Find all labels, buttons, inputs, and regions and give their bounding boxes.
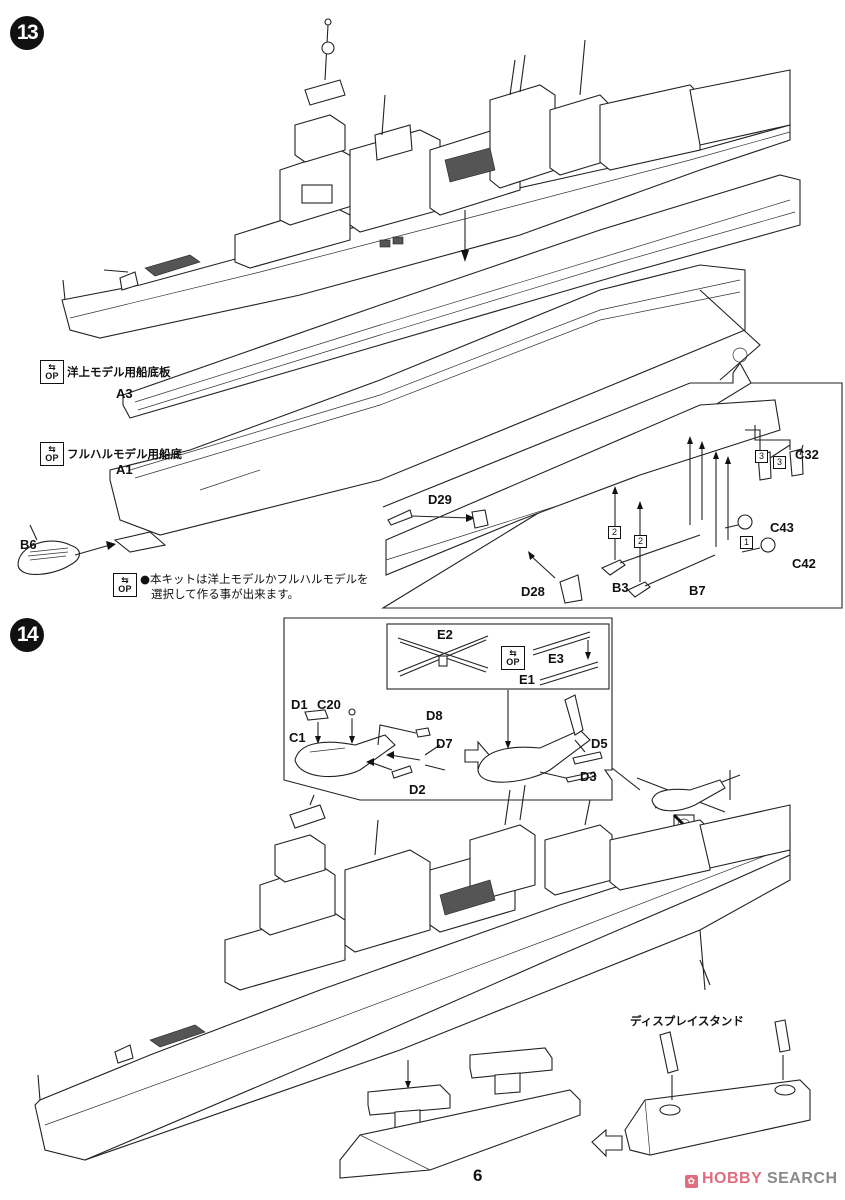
ship-step13-illustration: [61, 18, 791, 339]
part-label-d28: D28: [521, 584, 545, 599]
part-b6-illustration: [17, 524, 116, 576]
note-line: ●本キットは洋上モデルかフルハルモデルを: [140, 572, 369, 586]
step-number: 14: [16, 623, 39, 646]
watermark-brand-primary: HOBBY: [702, 1170, 762, 1187]
part-label-d29: D29: [428, 492, 452, 507]
part-label-c1: C1: [289, 730, 306, 745]
hobby-search-logo-icon: ✿: [685, 1175, 698, 1188]
sequence-marker: 1: [740, 536, 753, 549]
step-13-badge: 13: [10, 16, 44, 50]
optional-part-icon: ⇆ OP: [113, 573, 137, 597]
part-label-d7: D7: [436, 736, 453, 751]
part-label-c32: C32: [795, 447, 819, 462]
stern-detail-inset: [381, 361, 843, 609]
display-stand-illustration: [339, 1047, 581, 1179]
part-label-a1: A1: [116, 462, 133, 477]
part-a3-illustration: [122, 174, 801, 419]
part-label-e2: E2: [437, 627, 453, 642]
part-label-c42: C42: [792, 556, 816, 571]
swap-arrow-icon: ⇆: [509, 647, 517, 658]
build-option-note: ●本キットは洋上モデルかフルハルモデルを 選択して作る事が出来ます。: [140, 572, 369, 602]
note-line: 選択して作る事が出来ます。: [151, 587, 300, 601]
part-label-d8: D8: [426, 708, 443, 723]
ship-step14-illustration: [34, 784, 791, 1161]
part-a1-illustration: [109, 264, 761, 553]
helicopter-assembly-inset: [283, 617, 613, 801]
optional-part-icon: ⇆ OP: [40, 360, 64, 384]
op-label: OP: [45, 370, 59, 381]
waterline-option-label: 洋上モデル用船底板: [67, 365, 171, 379]
sequence-marker: 3: [773, 456, 786, 469]
sequence-marker: 3: [755, 450, 768, 463]
swap-arrow-icon: ⇆: [48, 443, 56, 454]
watermark: ✿ HOBBY SEARCH: [685, 1170, 838, 1188]
part-label-d5: D5: [591, 736, 608, 751]
part-label-b7: B7: [689, 583, 706, 598]
part-label-a3: A3: [116, 386, 133, 401]
part-label-d1: D1: [291, 697, 308, 712]
part-label-c20: C20: [317, 697, 341, 712]
helicopter-assembled-illustration: [636, 770, 741, 813]
part-label-b6: B6: [20, 537, 37, 552]
part-label-d3: D3: [580, 769, 597, 784]
optional-part-icon: ⇆ OP: [40, 442, 64, 466]
part-label-d2: D2: [409, 782, 426, 797]
sequence-marker: 2: [608, 526, 621, 539]
step-14-badge: 14: [10, 618, 44, 652]
step-number: 13: [16, 21, 39, 44]
display-stand-detail-illustration: [624, 1019, 811, 1156]
op-label: OP: [45, 452, 59, 463]
swap-arrow-icon: ⇆: [121, 574, 129, 585]
swap-arrow-icon: ⇆: [48, 361, 56, 372]
op-label: OP: [506, 656, 520, 667]
optional-part-icon: ⇆ OP: [501, 646, 525, 670]
sequence-marker: 2: [634, 535, 647, 548]
part-label-c43: C43: [770, 520, 794, 535]
watermark-brand-secondary: SEARCH: [766, 1170, 838, 1187]
page-number: 6: [473, 1166, 483, 1185]
part-label-e3: E3: [548, 651, 564, 666]
op-label: OP: [118, 583, 132, 594]
part-label-e1: E1: [519, 672, 535, 687]
full-hull-option-label: フルハルモデル用船底: [67, 447, 182, 461]
display-stand-label: ディスプレイスタンド: [630, 1014, 744, 1028]
assembly-direction-arrow: [591, 1128, 623, 1158]
part-label-b3: B3: [612, 580, 629, 595]
